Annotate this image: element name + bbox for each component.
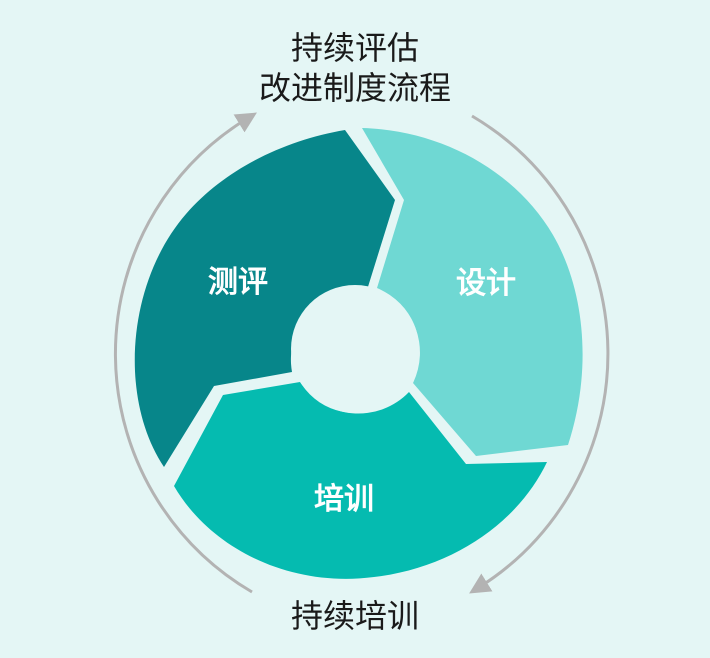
- segment-design: [362, 128, 583, 456]
- segment-assessment: [134, 130, 395, 467]
- top-caption-line2: 改进制度流程: [258, 69, 451, 107]
- segment-label-training: 培训: [314, 482, 374, 517]
- top-caption-line1: 持续评估: [290, 29, 419, 67]
- outer-arrow-left: [113, 112, 257, 594]
- outer-arrow-right: [469, 114, 610, 594]
- segment-label-assessment: 测评: [208, 265, 268, 300]
- top-caption: 持续评估 改进制度流程: [0, 28, 710, 108]
- center-hole: [291, 285, 419, 413]
- segment-training: [174, 382, 547, 579]
- segment-label-design: 设计: [456, 266, 516, 301]
- bottom-caption: 持续培训: [290, 597, 419, 635]
